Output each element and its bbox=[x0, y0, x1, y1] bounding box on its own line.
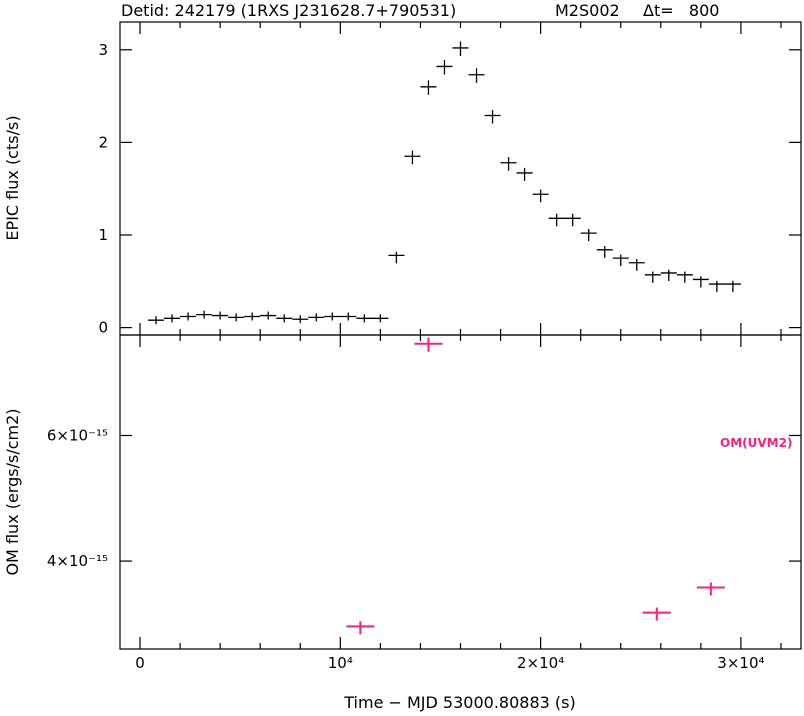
epic-data-point bbox=[404, 150, 421, 165]
epic-data-point bbox=[324, 312, 341, 321]
epic-data-point bbox=[724, 280, 741, 293]
epic-y-axis-label: EPIC flux (cts/s) bbox=[3, 115, 22, 240]
epic-data-point bbox=[628, 259, 645, 271]
detector-id-title: Detid: 242179 (1RXS J231628.7+790531) bbox=[121, 1, 456, 20]
epic-data-point bbox=[196, 310, 213, 319]
epic-panel-frame bbox=[119, 21, 802, 336]
epic-data-point bbox=[260, 311, 277, 320]
epic-data-point bbox=[340, 312, 357, 321]
epic-data-point bbox=[676, 271, 693, 283]
epic-y-tick-label: 3 bbox=[98, 41, 108, 59]
epic-data-point bbox=[484, 109, 501, 124]
epic-y-tick-label: 0 bbox=[98, 319, 108, 337]
epic-data-point bbox=[548, 213, 565, 227]
om-data-point bbox=[346, 621, 375, 635]
epic-data-point bbox=[228, 313, 245, 322]
epic-data-point bbox=[564, 213, 581, 227]
epic-data-point bbox=[148, 316, 165, 325]
om-y-tick-label: 6×10⁻¹⁵ bbox=[47, 426, 108, 444]
om-data-point bbox=[414, 337, 443, 352]
epic-data-point bbox=[244, 312, 261, 321]
om-y-tick-label: 4×10⁻¹⁵ bbox=[47, 552, 108, 570]
epic-panel: 0 1 2 3 EPIC flux (cts/s) bbox=[3, 21, 802, 337]
epic-data-point bbox=[596, 246, 613, 258]
epic-data-point bbox=[500, 157, 517, 171]
om-panel: 4×10⁻¹⁵ 6×10⁻¹⁵ 0 10⁴ 2×10⁴ 3×10⁴ OM(UVM2) O… bbox=[3, 334, 802, 712]
epic-data-point bbox=[644, 271, 661, 283]
epic-data-point bbox=[532, 189, 549, 203]
epic-y-tick-label: 2 bbox=[98, 133, 108, 151]
epic-data-point bbox=[436, 59, 453, 75]
epic-data-point bbox=[212, 311, 229, 320]
epic-data-point bbox=[580, 228, 597, 242]
epic-data-point bbox=[708, 280, 725, 293]
epic-data-point bbox=[292, 315, 309, 324]
epic-y-tick-label: 1 bbox=[98, 226, 108, 244]
om-filter-annotation: OM(UVM2) bbox=[720, 436, 792, 450]
epic-data-point bbox=[372, 314, 389, 323]
om-panel-frame bbox=[119, 334, 802, 650]
om-data-point bbox=[642, 607, 671, 621]
epic-data-point bbox=[356, 314, 373, 323]
x-tick-label: 10⁴ bbox=[328, 654, 353, 672]
om-data-point bbox=[696, 582, 725, 596]
epic-data-point bbox=[164, 314, 181, 323]
epic-data-point bbox=[660, 269, 677, 281]
om-y-axis-label: OM flux (ergs/s/cm2) bbox=[3, 408, 22, 575]
epic-data-point bbox=[468, 68, 485, 83]
epic-data-point bbox=[516, 167, 533, 181]
x-tick-label: 3×10⁴ bbox=[717, 654, 764, 672]
epic-data-point bbox=[388, 251, 405, 264]
x-axis-label: Time − MJD 53000.80883 (s) bbox=[343, 693, 575, 712]
epic-data-point bbox=[692, 276, 709, 288]
epic-data-point bbox=[452, 41, 469, 56]
epic-data-point bbox=[180, 312, 197, 321]
x-tick-label: 0 bbox=[135, 654, 145, 672]
exposure-id-label: M2S002 bbox=[555, 1, 620, 20]
time-bin-label: Δt= 800 bbox=[643, 1, 719, 20]
epic-data-point bbox=[276, 314, 293, 323]
epic-data-point bbox=[420, 80, 437, 95]
epic-data-point bbox=[612, 254, 629, 267]
epic-data-point bbox=[308, 313, 325, 322]
x-tick-label: 2×10⁴ bbox=[517, 654, 564, 672]
